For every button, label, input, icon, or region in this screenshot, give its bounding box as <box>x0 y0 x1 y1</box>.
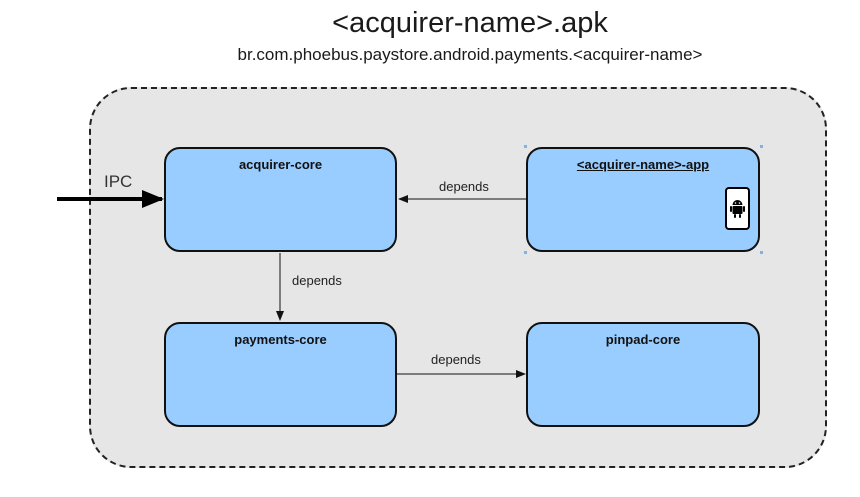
diagram-title: <acquirer-name>.apk <box>332 7 608 39</box>
node-payments-core[interactable]: payments-core <box>164 322 397 427</box>
selection-handle <box>760 251 763 254</box>
edge-label-payments-to-pinpad: depends <box>431 352 481 367</box>
node-acquirer-core[interactable]: acquirer-core <box>164 147 397 252</box>
selection-handle <box>524 145 527 148</box>
edge-label-app-to-acquirer: depends <box>439 179 489 194</box>
node-acquirer-app[interactable]: <acquirer-name>-app <box>526 147 760 252</box>
ipc-label: IPC <box>104 172 133 191</box>
diagram-subtitle: br.com.phoebus.paystore.android.payments… <box>237 45 703 64</box>
android-phone-icon <box>725 187 750 230</box>
node-payments-core-label: payments-core <box>234 332 327 347</box>
node-pinpad-core-label: pinpad-core <box>605 332 681 347</box>
edge-label-acquirer-to-payments: depends <box>292 273 342 288</box>
node-pinpad-core[interactable]: pinpad-core <box>526 322 760 427</box>
node-acquirer-core-label: acquirer-core <box>238 157 323 172</box>
selection-handle <box>524 251 527 254</box>
selection-handle <box>760 145 763 148</box>
node-acquirer-app-label: <acquirer-name>-app <box>576 157 710 172</box>
